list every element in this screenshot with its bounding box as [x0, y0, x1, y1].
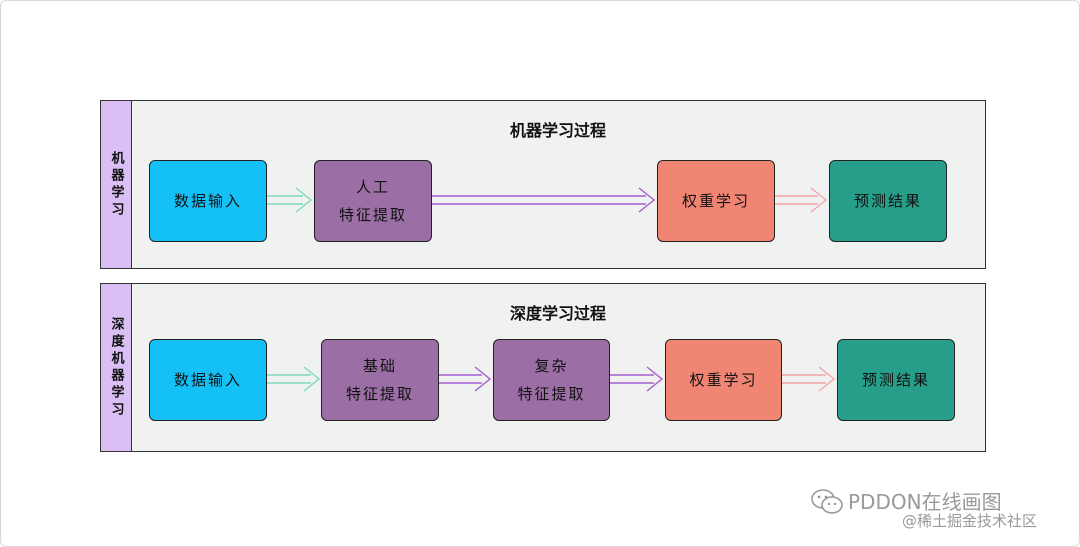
arrow-data-to-manual: [266, 187, 313, 213]
lane-title: 机器学习过程: [509, 121, 606, 140]
arrow-manual-to-weight: [431, 187, 656, 213]
node-weight-learning: 权重学习: [657, 160, 775, 242]
node-basic-feature-extraction: 基础 特征提取: [321, 339, 439, 421]
node-manual-feature-extraction: 人工 特征提取: [314, 160, 432, 242]
lane-label-text: 深度机器学习: [108, 316, 124, 419]
arrow-weight-to-predict: [774, 187, 828, 213]
node-prediction-result: 预测结果: [829, 160, 947, 242]
watermark: PDDON在线画图 @稀土掘金技术社区: [810, 486, 1060, 536]
node-weight-learning: 权重学习: [665, 339, 782, 421]
lane-title: 深度学习过程: [509, 304, 606, 323]
watermark-subtitle: @稀土掘金技术社区: [902, 512, 1038, 530]
node-complex-feature-extraction: 复杂 特征提取: [493, 339, 610, 421]
watermark-title: PDDON在线画图: [848, 490, 1002, 514]
lane-label: 深度机器学习: [101, 284, 132, 451]
node-prediction-result: 预测结果: [837, 339, 955, 421]
lane-label-text: 机器学习: [108, 150, 124, 219]
wechat-icon: [811, 489, 843, 514]
arrow-basic-to-complex: [438, 366, 492, 392]
arrow-complex-to-weight: [609, 366, 664, 392]
arrow-data-to-basic: [266, 366, 321, 392]
arrow-weight-to-predict: [781, 366, 836, 392]
lane-label: 机器学习: [101, 101, 132, 268]
node-data-input: 数据输入: [149, 160, 267, 242]
node-data-input: 数据输入: [149, 339, 267, 421]
